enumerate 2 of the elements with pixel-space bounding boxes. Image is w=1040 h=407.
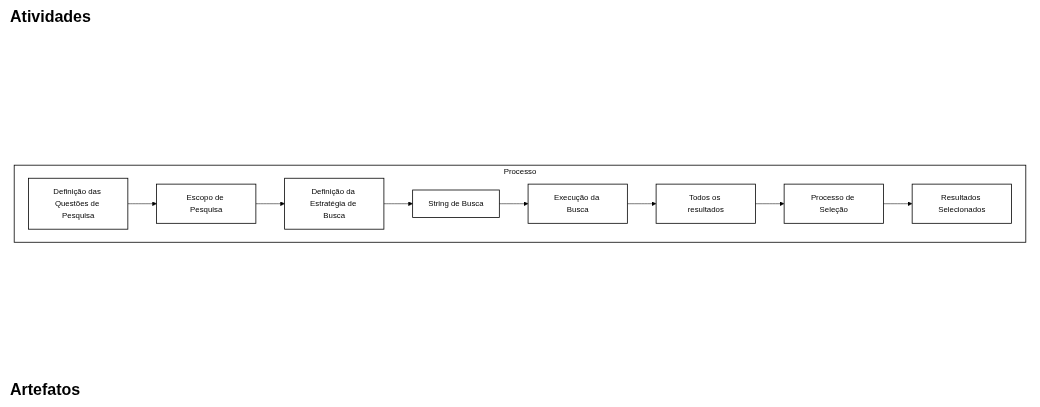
- section-label: Atividades: [10, 8, 91, 26]
- section-label: Artefatos: [10, 381, 81, 399]
